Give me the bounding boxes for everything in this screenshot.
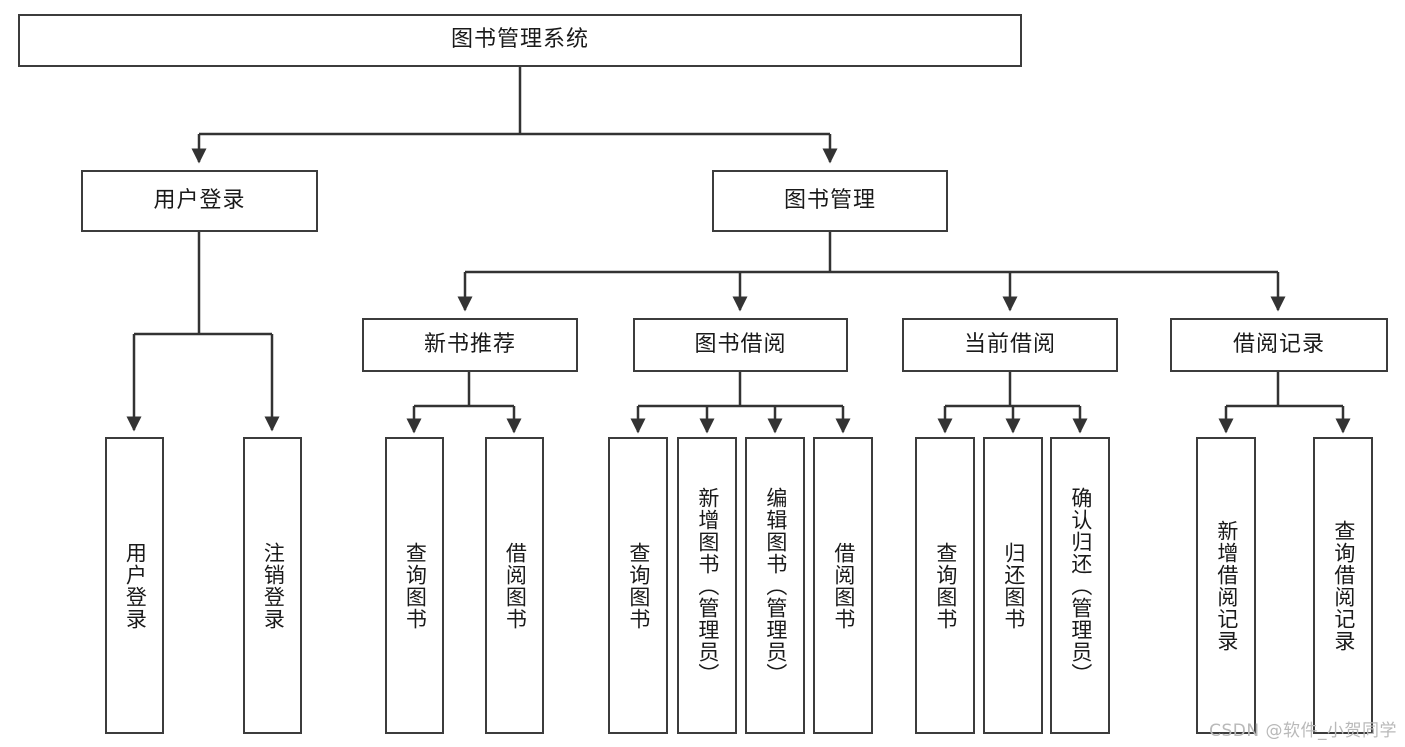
leaf-label: 查询图书 [626, 541, 651, 630]
leaf-records-query-record[interactable]: 查询借阅记录 [1313, 437, 1373, 734]
leaf-recommend-query-book[interactable]: 查询图书 [385, 437, 444, 734]
leaf-label: 用户登录 [123, 541, 148, 630]
node-current-borrow[interactable]: 当前借阅 [902, 318, 1118, 372]
leaf-label: 新增借阅记录 [1214, 519, 1239, 652]
leaf-recommend-borrow-book[interactable]: 借阅图书 [485, 437, 544, 734]
node-root-system[interactable]: 图书管理系统 [18, 14, 1022, 67]
leaf-label: 查询借阅记录 [1331, 519, 1356, 652]
node-new-book-recommend[interactable]: 新书推荐 [362, 318, 578, 372]
leaf-borrow-borrow-book[interactable]: 借阅图书 [813, 437, 873, 734]
leaf-borrow-add-book-admin[interactable]: 新增图书（管理员） [677, 437, 737, 734]
leaf-label: 查询图书 [403, 541, 428, 630]
leaf-label: 新增图书（管理员） [695, 486, 720, 685]
leaf-current-query-book[interactable]: 查询图书 [915, 437, 975, 734]
leaf-label: 编辑图书（管理员） [763, 486, 788, 685]
leaf-label: 确认归还（管理员） [1068, 486, 1093, 685]
node-borrow-records[interactable]: 借阅记录 [1170, 318, 1388, 372]
leaf-user-login-login[interactable]: 用户登录 [105, 437, 164, 734]
leaf-current-return-book[interactable]: 归还图书 [983, 437, 1043, 734]
node-book-borrow[interactable]: 图书借阅 [633, 318, 848, 372]
leaf-label: 注销登录 [261, 541, 286, 630]
leaf-label: 借阅图书 [831, 541, 856, 630]
leaf-records-add-record[interactable]: 新增借阅记录 [1196, 437, 1256, 734]
node-book-management[interactable]: 图书管理 [712, 170, 948, 232]
leaf-label: 借阅图书 [503, 541, 528, 630]
leaf-borrow-edit-book-admin[interactable]: 编辑图书（管理员） [745, 437, 805, 734]
leaf-label: 查询图书 [933, 541, 958, 630]
leaf-borrow-query-book[interactable]: 查询图书 [608, 437, 668, 734]
node-user-login[interactable]: 用户登录 [81, 170, 318, 232]
leaf-user-login-logout[interactable]: 注销登录 [243, 437, 302, 734]
leaf-current-confirm-return-admin[interactable]: 确认归还（管理员） [1050, 437, 1110, 734]
csdn-watermark: CSDN @软件_小贺同学 [1209, 721, 1397, 741]
leaf-label: 归还图书 [1001, 541, 1026, 630]
